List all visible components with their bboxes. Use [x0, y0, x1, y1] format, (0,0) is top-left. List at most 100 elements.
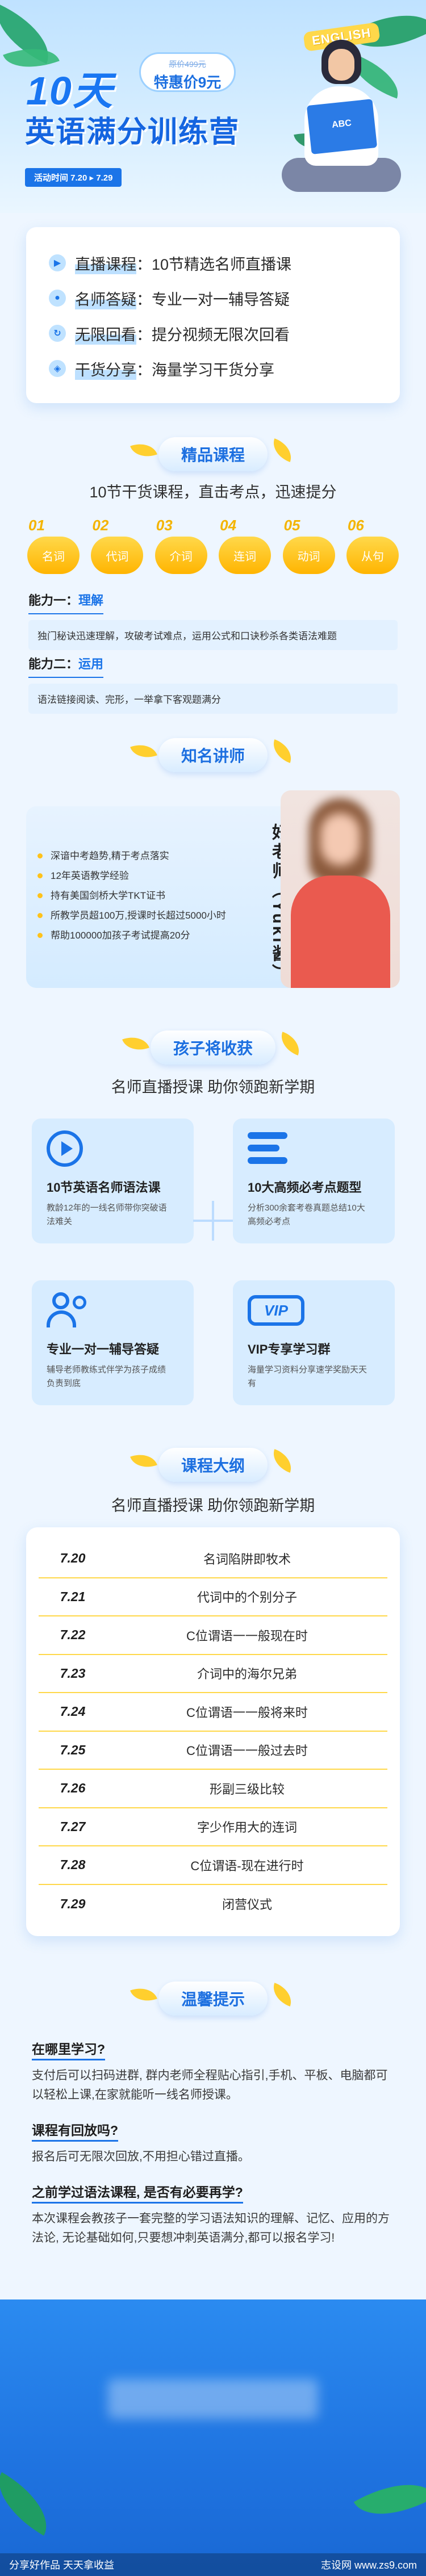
section-subtitle: 10节干货课程，直击考点，迅速提分 [89, 484, 337, 501]
table-row: 7.23 介词中的海尔兄弟 [39, 1655, 387, 1693]
schedule-topic: C位谓语-现在进行时 [190, 1858, 304, 1873]
feature-key: 名师答疑 [75, 287, 136, 309]
tip-answer: 报名后可无限次回放,不用担心错过直播。 [32, 2150, 250, 2163]
users-icon [47, 1292, 92, 1329]
credential-text: 深谙中考趋势,精于考点落实 [51, 851, 169, 861]
vip-icon: VIP [248, 1295, 304, 1326]
tips-list: 在哪里学习? 支付后可以扫码进群, 群内老师全程贴心指引,手机、平板、电脑都可以… [32, 2038, 395, 2263]
benefit-desc: 海量学习资料分享速学奖励天天有 [248, 1365, 367, 1388]
table-row: 7.24 C位谓语一一般将来时 [39, 1693, 387, 1732]
feature-row: ◈ 干货分享 ：海量学习干货分享 [49, 351, 377, 386]
bullet-icon [37, 893, 43, 898]
schedule-date: 7.21 [60, 1589, 86, 1604]
benefit-title: VIP专享学习群 [248, 1342, 331, 1356]
feature-key: 直播课程 [75, 252, 136, 274]
original-price: 原价499元 [169, 60, 206, 69]
schedule-date: 7.23 [60, 1665, 86, 1681]
credential-text: 持有美国剑桥大学TKT证书 [51, 890, 166, 901]
price-tag: 原价499元 特惠价9元 [139, 52, 236, 92]
ability-key: 运用 [78, 657, 104, 671]
teacher-credentials: 深谙中考趋势,精于考点落实 12年英语教学经验 持有美国剑桥大学TKT证书 所教… [37, 846, 226, 945]
step-label: 代词 [91, 537, 144, 574]
hero-title: 英语满分训练营 [25, 116, 240, 149]
leaf-decoration [353, 2465, 426, 2534]
divider [212, 1201, 214, 1241]
step-item: 06 从句 [344, 517, 401, 574]
watermark-bar: 分享好作品 天天拿收益 志设网 www.zs9.com [0, 2553, 426, 2576]
list-icon [248, 1132, 287, 1165]
activity-time: 活动时间 7.20 ▸ 7.29 [25, 168, 122, 187]
benefit-desc: 分析300余套考卷真题总结10大高频必考点 [248, 1203, 365, 1226]
section-title: 孩子将收获 [150, 1031, 275, 1065]
table-row: 7.27 字少作用大的连词 [39, 1808, 387, 1846]
user-icon: ● [49, 290, 66, 307]
ability-description: 独门秘诀迅速理解，攻破考试难点，运用公式和口诀秒杀各类语法难题 [28, 620, 398, 650]
section-heading: 孩子将收获 [0, 1031, 426, 1065]
table-row: 7.22 C位谓语一一般现在时 [39, 1616, 387, 1655]
schedule-topic: C位谓语一一般将来时 [186, 1705, 308, 1720]
step-label: 名词 [27, 537, 80, 574]
bullet-icon [37, 853, 43, 858]
schedule-date: 7.25 [60, 1742, 86, 1757]
replay-icon: ↻ [49, 325, 66, 342]
step-label: 动词 [282, 537, 335, 574]
step-number: 01 [28, 517, 45, 534]
bullet-icon [37, 873, 43, 878]
feature-text: ：海量学习干货分享 [136, 361, 274, 379]
step-item: 05 动词 [281, 517, 337, 574]
benefit-card: VIP VIP专享学习群 海量学习资料分享速学奖励天天有 [233, 1280, 395, 1405]
feature-key: 干货分享 [75, 357, 136, 380]
schedule-date: 7.28 [60, 1857, 86, 1873]
step-label: 介词 [154, 537, 207, 574]
step-number: 02 [92, 517, 109, 534]
feature-row: ● 名师答疑 ：专业一对一辅导答疑 [49, 280, 377, 316]
benefit-card: 10节英语名师语法课 教龄12年的一线名师带你突破语法难关 [32, 1119, 194, 1243]
section-heading: 精品课程 [0, 437, 426, 471]
list-item: 深谙中考趋势,精于考点落实 [37, 846, 226, 866]
watermark-left: 分享好作品 天天拿收益 [9, 2560, 114, 2571]
section-title: 温馨提示 [158, 1982, 268, 2016]
schedule-date: 7.27 [60, 1819, 86, 1834]
schedule-date: 7.22 [60, 1627, 86, 1643]
leaf-decoration [0, 2472, 61, 2536]
schedule-date: 7.24 [60, 1704, 86, 1719]
schedule-topic: 形副三级比较 [209, 1782, 285, 1796]
ability-key: 理解 [78, 593, 104, 608]
tip-answer: 支付后可以扫码进群, 群内老师全程贴心指引,手机、平板、电脑都可以轻松上课,在家… [32, 2069, 388, 2101]
section-heading: 课程大纲 [0, 1448, 426, 1482]
table-row: 7.28 C位谓语-现在进行时 [39, 1846, 387, 1885]
section-heading: 温馨提示 [0, 1982, 426, 2016]
ability-description: 语法链接阅读、完形，一举拿下客观题满分 [28, 684, 398, 714]
section-subtitle: 名师直播授课 助你领跑新学期 [111, 1497, 315, 1514]
step-number: 06 [347, 517, 364, 534]
benefit-title: 10大高频必考点题型 [248, 1180, 362, 1195]
feature-row: ↻ 无限回看 ：提分视频无限次回看 [49, 316, 377, 351]
bullet-icon [37, 913, 43, 918]
ability-prefix: 能力二： [28, 657, 79, 671]
feature-text: ：专业一对一辅导答疑 [136, 291, 290, 308]
section-title: 知名讲师 [158, 738, 268, 772]
benefit-card: 10大高频必考点题型 分析300余套考卷真题总结10大高频必考点 [233, 1119, 395, 1243]
step-label: 连词 [219, 537, 272, 574]
benefit-title: 专业一对一辅导答疑 [47, 1342, 160, 1356]
schedule-topic: 字少作用大的连词 [197, 1820, 297, 1835]
share-icon: ◈ [49, 360, 66, 377]
section-title: 精品课程 [158, 437, 268, 471]
ability-block: 能力一：理解 独门秘诀迅速理解，攻破考试难点，运用公式和口诀秒杀各类语法难题 [28, 590, 398, 650]
schedule-topic: 介词中的海尔兄弟 [197, 1667, 297, 1682]
feature-key: 无限回看 [75, 322, 136, 345]
ability-title: 能力二：运用 [28, 654, 104, 678]
section-subtitle: 名师直播授课 助你领跑新学期 [111, 1079, 315, 1096]
step-item: 01 名词 [25, 517, 82, 574]
step-item: 04 连词 [216, 517, 273, 574]
feature-text: ：提分视频无限次回看 [136, 326, 290, 344]
schedule-date: 7.29 [60, 1896, 86, 1911]
step-number: 03 [156, 517, 173, 534]
tip-question: 之前学过语法课程, 是否有必要再学? [32, 2181, 243, 2204]
schedule-topic: C位谓语一一般现在时 [186, 1628, 308, 1643]
